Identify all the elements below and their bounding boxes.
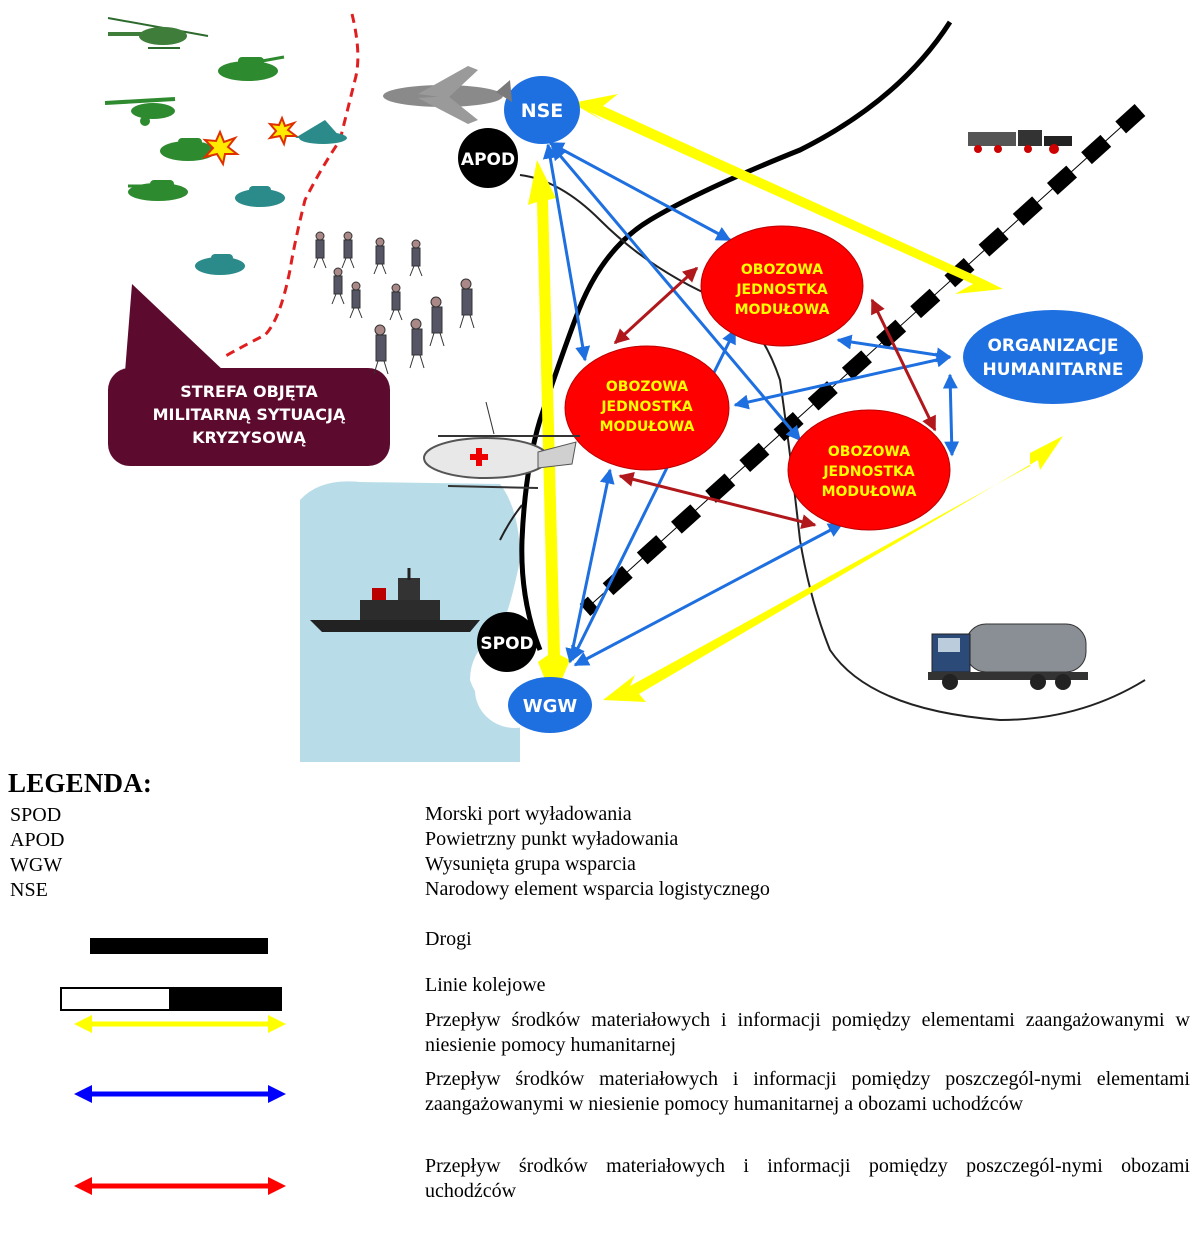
yellow-arrow-symbol [74, 1015, 286, 1033]
tank-icon [128, 180, 188, 201]
svg-text:NSE: NSE [521, 100, 564, 122]
legend-desc-nse: Narodowy element wsparcia logistycznego [425, 878, 770, 900]
callout-line-2: MILITARNĄ SYTUACJĄ [153, 405, 346, 424]
legend-abbr-apod: APOD [10, 829, 65, 851]
yellow-arrow-nse-wgw [528, 160, 570, 700]
explosion-icon [267, 115, 299, 147]
node-spod: SPOD [477, 612, 537, 672]
svg-text:OBOZOWA: OBOZOWA [828, 444, 910, 460]
truck-icon [928, 623, 1088, 690]
train-icon [968, 130, 1072, 154]
legend-desc-yellow-flow: Przepływ środków materiałowych i informa… [425, 1009, 1190, 1056]
road-thin [499, 504, 523, 541]
railway-symbol [60, 987, 282, 1011]
svg-text:OBOZOWA: OBOZOWA [741, 262, 823, 278]
svg-text:JEDNOSTKA: JEDNOSTKA [735, 282, 827, 298]
legend-abbr-spod: SPOD [10, 804, 62, 826]
logistics-diagram: STREFA OBJĘTA MILITARNĄ SYTUACJĄ KRYZYSO… [104, 13, 1146, 762]
plane-icon [383, 66, 512, 124]
legend-desc-red-flow: Przepływ środków materiałowych i informa… [425, 1155, 1190, 1202]
camp-right: OBOZOWA JEDNOSTKA MODUŁOWA [787, 409, 951, 531]
cannon-icon [104, 97, 176, 126]
callout-line-3: KRYZYSOWĄ [192, 428, 306, 447]
road-symbol [90, 938, 268, 954]
helicopter-icon [107, 17, 209, 49]
legend-desc-blue-flow: Przepływ środków materiałowych i informa… [425, 1068, 1190, 1115]
legend-abbr-nse: NSE [10, 879, 48, 901]
svg-text:ORGANIZACJE: ORGANIZACJE [987, 336, 1118, 356]
svg-text:MODUŁOWA: MODUŁOWA [822, 484, 917, 500]
node-nse: NSE [504, 76, 580, 144]
camp-top: OBOZOWA JEDNOSTKA MODUŁOWA [700, 225, 864, 347]
legend-desc-railways: Linie kolejowe [425, 974, 546, 996]
tank-icon [295, 120, 347, 144]
node-wgw: WGW [508, 677, 592, 733]
tank-icon [218, 55, 285, 81]
legend-abbr-wgw: WGW [10, 854, 63, 876]
svg-text:WGW: WGW [523, 696, 578, 717]
blue-arrow-symbol [74, 1085, 286, 1103]
crisis-zone-callout: STREFA OBJĘTA MILITARNĄ SYTUACJĄ KRYZYSO… [108, 284, 390, 466]
svg-text:MODUŁOWA: MODUŁOWA [735, 302, 830, 318]
svg-text:APOD: APOD [461, 150, 515, 170]
svg-text:HUMANITARNE: HUMANITARNE [982, 360, 1123, 380]
node-humanitarian-orgs: ORGANIZACJE HUMANITARNE [963, 310, 1143, 404]
legend-desc-spod: Morski port wyładowania [425, 803, 632, 825]
legend-desc-wgw: Wysunięta grupa wsparcia [425, 853, 636, 875]
legend-desc-roads: Drogi [425, 928, 472, 950]
svg-text:OBOZOWA: OBOZOWA [606, 379, 688, 395]
front-line [221, 13, 360, 360]
camp-left: OBOZOWA JEDNOSTKA MODUŁOWA [564, 345, 730, 471]
tank-icon [160, 138, 216, 161]
callout-line-1: STREFA OBJĘTA [180, 382, 318, 401]
red-flows [613, 266, 937, 529]
medical-helicopter-icon [423, 401, 580, 489]
svg-text:JEDNOSTKA: JEDNOSTKA [822, 464, 914, 480]
svg-text:MODUŁOWA: MODUŁOWA [600, 419, 695, 435]
soldier-icon [313, 231, 475, 375]
warship-icon [310, 568, 480, 632]
svg-text:SPOD: SPOD [480, 634, 533, 654]
legend: LEGENDA: SPOD Morski port wyładowania AP… [0, 768, 1192, 1238]
red-arrow-symbol [74, 1177, 286, 1195]
node-apod: APOD [458, 128, 518, 188]
legend-desc-apod: Powietrzny punkt wyładowania [425, 828, 679, 850]
explosion-icon [202, 129, 240, 167]
legend-title: LEGENDA: [8, 768, 153, 798]
svg-text:JEDNOSTKA: JEDNOSTKA [600, 399, 692, 415]
tank-icon [195, 254, 245, 275]
tank-icon [235, 186, 285, 207]
